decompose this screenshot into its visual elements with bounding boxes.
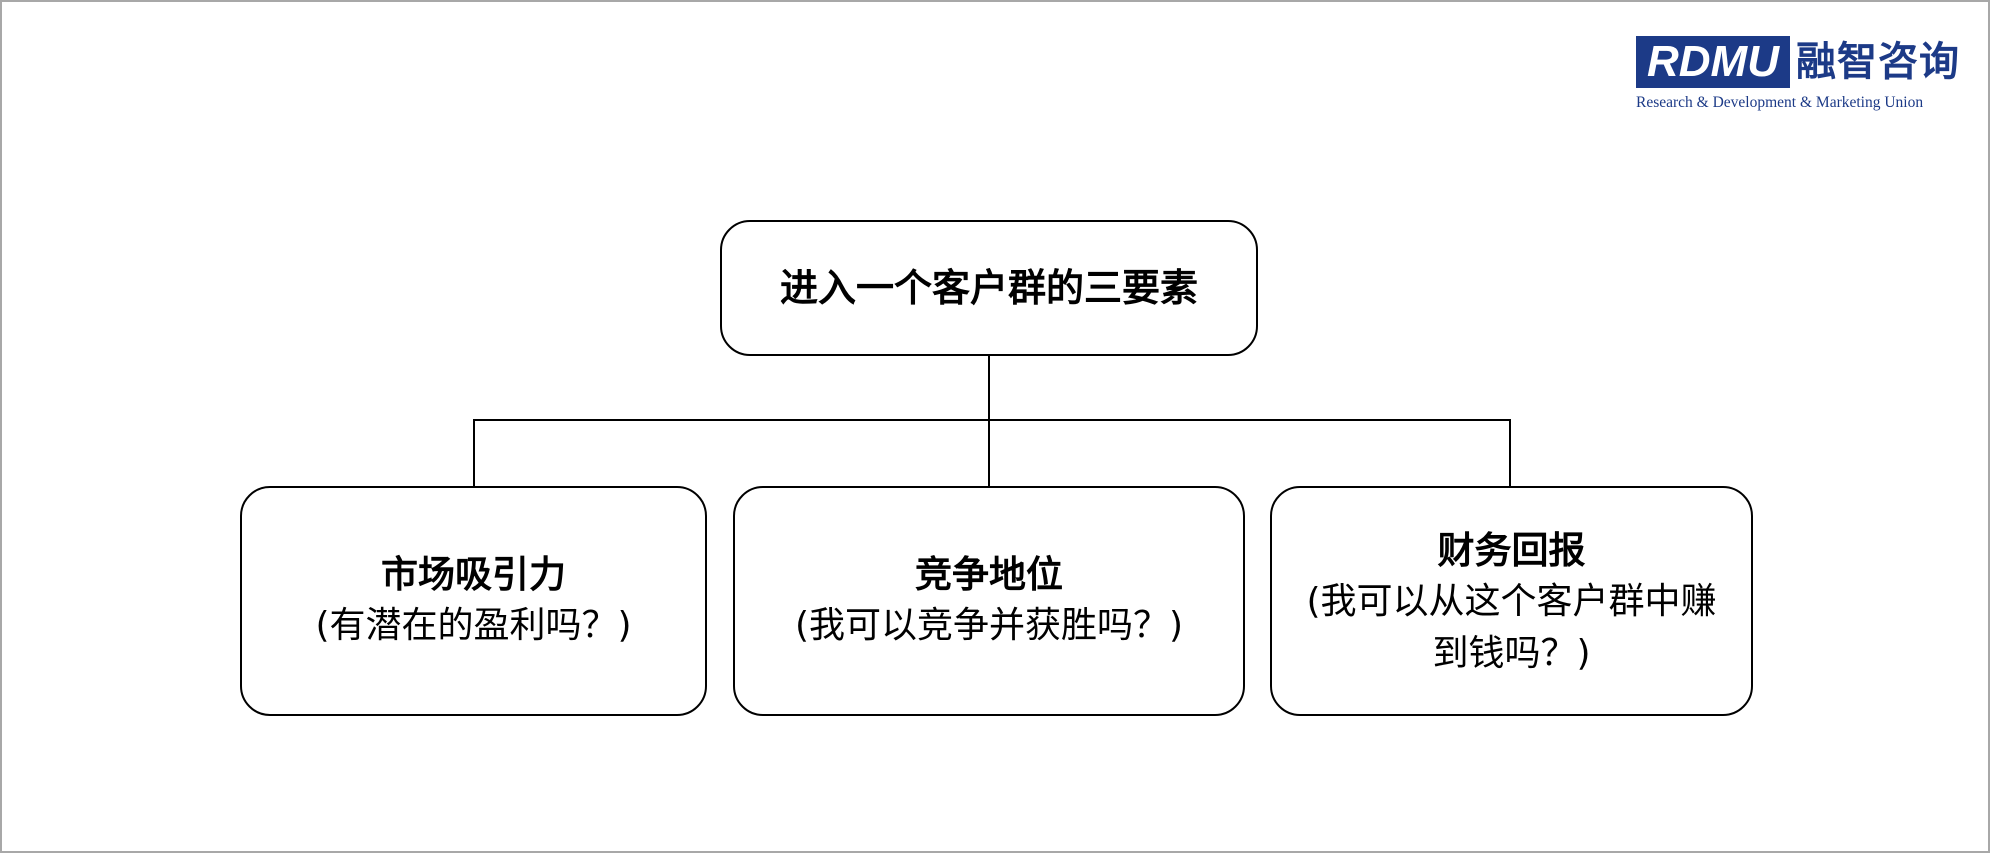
logo-name-cn: 融智咨询 <box>1796 38 1960 85</box>
connector-drop-center <box>988 419 990 486</box>
node-subtitle: (我可以竞争并获胜吗？) <box>794 605 1184 646</box>
logo-tagline: Research & Development & Marketing Union <box>1636 94 1924 111</box>
logo-mark: RDMU <box>1647 37 1779 86</box>
connector-horizontal-bar <box>473 419 1511 421</box>
connector-drop-left <box>473 419 475 486</box>
root-node: 进入一个客户群的三要素 <box>720 220 1258 356</box>
connector-drop-right <box>1509 419 1511 486</box>
node-competitive-position: 竞争地位 (我可以竞争并获胜吗？) <box>733 486 1245 716</box>
node-title: 市场吸引力 <box>381 553 566 596</box>
node-market-attractiveness: 市场吸引力 (有潜在的盈利吗？) <box>240 486 707 716</box>
node-title: 竞争地位 <box>915 553 1063 596</box>
company-logo: RDMU 融智咨询 Research & Development & Marke… <box>1636 36 1960 116</box>
node-financial-return: 财务回报 (我可以从这个客户群中赚到钱吗？) <box>1270 486 1753 716</box>
connector-root-stem <box>988 356 990 420</box>
node-subtitle: (我可以从这个客户群中赚到钱吗？) <box>1306 581 1717 674</box>
node-title: 财务回报 <box>1437 529 1586 572</box>
root-node-label: 进入一个客户群的三要素 <box>779 266 1198 310</box>
node-subtitle: (有潜在的盈利吗？) <box>315 605 632 646</box>
logo-mark-background <box>1636 36 1790 88</box>
